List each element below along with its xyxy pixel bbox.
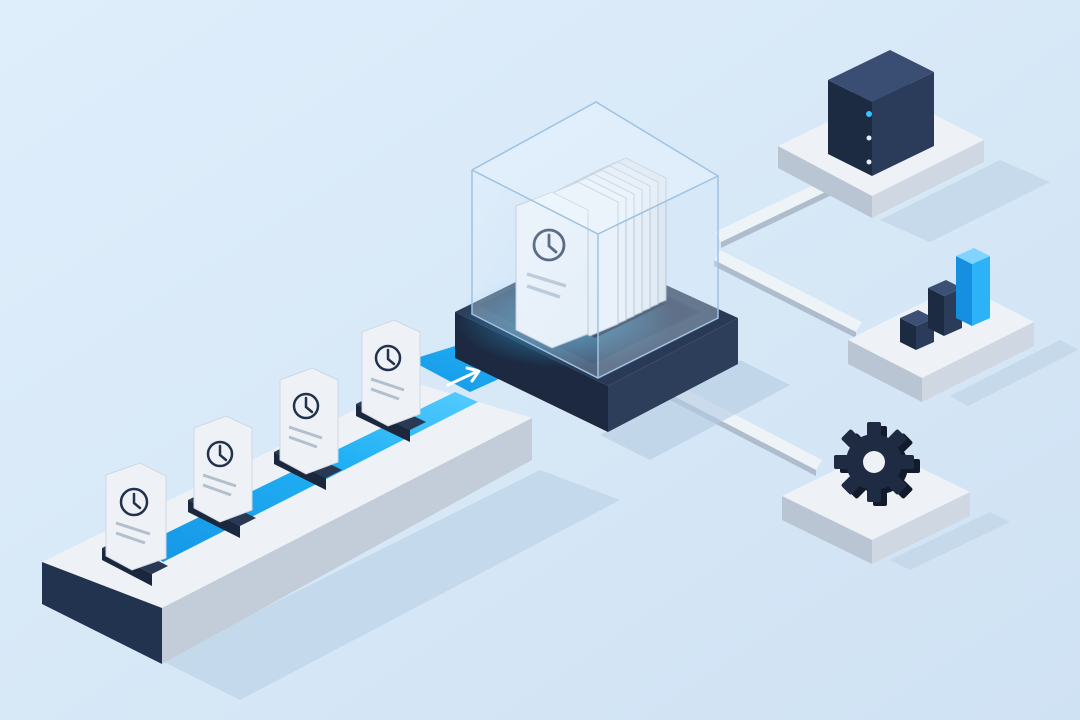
document-card-1	[102, 462, 168, 586]
bar-chart-icon	[900, 248, 990, 350]
chart-platform-right	[922, 322, 1034, 402]
server-status-light	[866, 111, 872, 117]
document-card-3	[274, 367, 342, 490]
arrow-right-icon	[446, 366, 481, 387]
analytics-node	[848, 248, 1078, 406]
chart-bar-medium-top	[928, 280, 962, 296]
hub-shadow	[600, 360, 790, 460]
chart-bar-tall-side	[972, 256, 990, 326]
glass-right-face	[598, 176, 718, 378]
chart-bar-tall-top	[956, 248, 990, 264]
server-status-light	[866, 135, 872, 141]
conveyor-side-face	[162, 418, 532, 664]
server-platform-left	[778, 146, 872, 218]
clock-document-icon	[206, 440, 234, 468]
server-unit-side	[828, 128, 872, 176]
settings-node	[782, 422, 1010, 570]
document-page-1	[105, 462, 167, 571]
document-line	[370, 387, 400, 401]
clock-document-icon	[292, 392, 320, 420]
clock-document-icon	[119, 487, 149, 517]
glass-left-face	[472, 170, 598, 378]
clock-document-icon	[374, 344, 402, 372]
hub-base-right-face	[608, 318, 738, 432]
server-unit-top	[828, 50, 934, 102]
server-platform-right	[872, 140, 984, 218]
chart-bar-tall-side	[956, 256, 972, 326]
document-line	[115, 531, 146, 545]
chart-bar-short-side	[900, 318, 916, 350]
document-card-2	[188, 415, 256, 538]
server-unit-side	[828, 80, 872, 128]
chart-platform-shadow	[950, 340, 1078, 406]
gear-platform-right	[872, 492, 970, 564]
document-page-2	[193, 415, 253, 523]
server-unit-side	[872, 72, 934, 128]
conveyor-shadow	[160, 470, 620, 700]
connector-to-chart	[714, 250, 862, 332]
document-line	[202, 483, 232, 497]
document-card-4	[356, 319, 426, 442]
glass-cube	[471, 101, 719, 379]
server-unit-side	[828, 104, 872, 152]
connector-to-chart-side	[714, 260, 856, 338]
document-line	[370, 377, 405, 392]
glass-edges	[471, 101, 719, 379]
conveyor-front-face	[42, 562, 162, 664]
gear-hole	[863, 451, 885, 473]
processing-hub	[455, 101, 790, 460]
server-status-light	[866, 159, 872, 165]
connector-to-server	[715, 176, 838, 242]
document-page-4	[361, 319, 421, 427]
chart-bar-medium-side	[928, 288, 944, 336]
document-line	[288, 435, 318, 449]
chart-platform-left	[848, 340, 922, 402]
gear-platform-shadow	[890, 512, 1010, 570]
document-line	[288, 425, 323, 440]
document-line	[202, 473, 237, 488]
server-unit-side	[872, 120, 934, 176]
server-unit-side	[872, 96, 934, 152]
server-stack-icon	[828, 50, 934, 176]
connector-to-server-side	[721, 186, 838, 248]
document-page-3	[279, 367, 339, 475]
chart-bar-short-top	[900, 310, 934, 326]
server-platform-shadow	[880, 160, 1050, 242]
gear-icon	[834, 422, 920, 506]
server-node	[778, 50, 1050, 242]
document-line	[115, 521, 151, 536]
gear-platform-left	[782, 496, 872, 564]
